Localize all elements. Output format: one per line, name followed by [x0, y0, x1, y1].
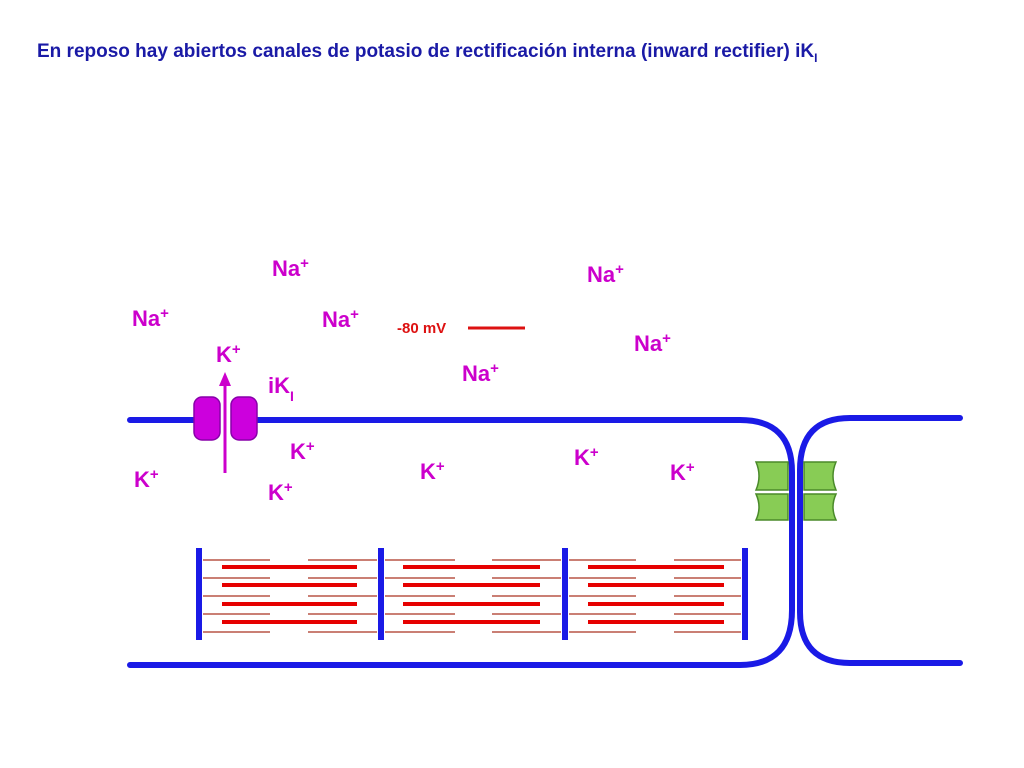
myofibril	[196, 548, 748, 640]
slide-title-text: En reposo hay abiertos canales de potasi…	[37, 41, 815, 62]
na-ion-charge: +	[300, 255, 309, 272]
extracellular-ions: Na+ Na+ Na+ Na+ Na+ Na+	[132, 255, 671, 386]
k-ion-base: K	[216, 342, 232, 367]
slide-title: En reposo hay abiertos canales de potasi…	[37, 40, 997, 65]
na-ion-charge: +	[490, 360, 499, 377]
connexon-icon	[803, 461, 838, 491]
na-ion-base: Na	[132, 306, 161, 331]
gap-junction	[754, 461, 838, 521]
channel-subunit-left	[193, 396, 221, 441]
channel-current-label-subscript: I	[290, 388, 294, 404]
channel-current-label-base: iK	[268, 373, 290, 398]
k-ion-charge: +	[284, 479, 293, 496]
na-ion-label: Na+	[132, 305, 169, 331]
na-ion-charge: +	[615, 261, 624, 278]
k-ion-base: K	[268, 480, 284, 505]
k-ion-label: K+	[574, 444, 599, 470]
k-ion-base: K	[420, 459, 436, 484]
channel-subunit-right	[230, 396, 258, 441]
k-ion-base: K	[290, 439, 306, 464]
na-ion-label: Na+	[462, 360, 499, 386]
na-ion-charge: +	[160, 305, 169, 322]
ion-channel	[193, 372, 258, 473]
connexon-icon	[754, 461, 789, 491]
channel-current-label: iKI	[268, 373, 294, 404]
k-ion-label: K+	[420, 458, 445, 484]
k-ion-label: K+	[134, 466, 159, 492]
k-ion-label: K+	[268, 479, 293, 505]
na-ion-label: Na+	[322, 306, 359, 332]
k-ion-charge: +	[306, 438, 315, 455]
na-ion-base: Na	[587, 262, 616, 287]
k-ion-base: K	[134, 467, 150, 492]
na-ion-label: Na+	[272, 255, 309, 281]
connexon-icon	[754, 493, 789, 521]
k-ion-label: K+	[290, 438, 315, 464]
z-discs	[196, 548, 748, 640]
k-ion-charge: +	[590, 444, 599, 461]
na-ion-label: Na+	[587, 261, 624, 287]
intracellular-ions: K+ K+ K+ K+ K+ K+	[134, 438, 695, 505]
na-ion-base: Na	[272, 256, 301, 281]
neighbor-cell-membrane	[797, 415, 963, 666]
k-ion-charge: +	[232, 341, 241, 358]
na-ion-base: Na	[322, 307, 351, 332]
membrane-top	[127, 417, 795, 668]
efflux-arrow-head	[219, 372, 231, 386]
na-ion-base: Na	[634, 331, 663, 356]
connexon-icon	[803, 493, 838, 521]
na-ion-label: Na+	[634, 330, 671, 356]
membrane-potential-label: -80 mV	[397, 320, 446, 337]
na-ion-charge: +	[350, 306, 359, 323]
membrane-potential: -80 mV	[397, 320, 525, 337]
k-ion-label-channel: K+	[216, 341, 241, 367]
k-ion-base: K	[670, 460, 686, 485]
na-ion-base: Na	[462, 361, 491, 386]
slide-title-subscript: I	[814, 51, 818, 65]
thick-filaments	[222, 565, 724, 624]
k-ion-label: K+	[670, 459, 695, 485]
k-ion-charge: +	[150, 466, 159, 483]
k-ion-charge: +	[436, 458, 445, 475]
cell-membrane	[127, 415, 963, 668]
k-ion-base: K	[574, 445, 590, 470]
na-ion-charge: +	[662, 330, 671, 347]
k-ion-charge: +	[686, 459, 695, 476]
thin-filaments	[203, 559, 741, 633]
